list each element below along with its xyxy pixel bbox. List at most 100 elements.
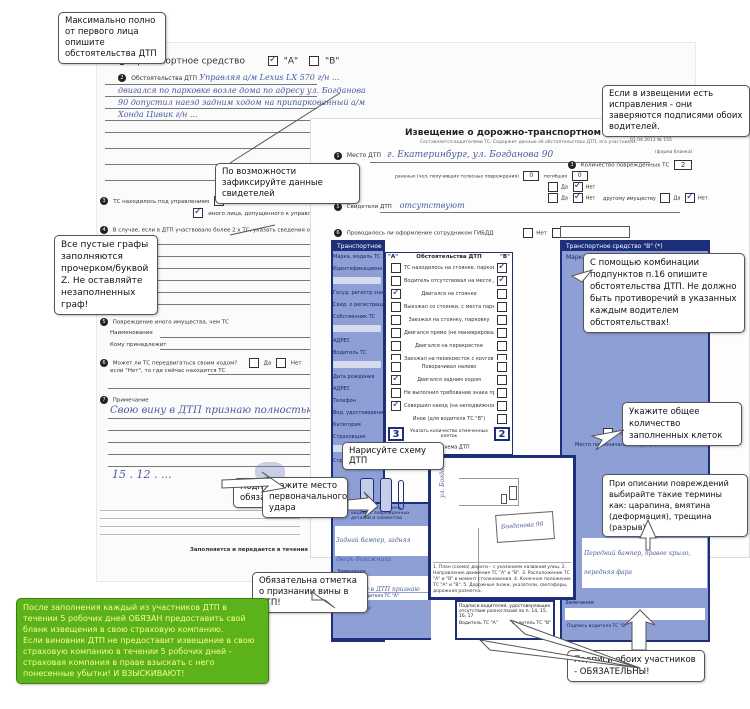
- item-6-a-checkbox[interactable]: [391, 327, 401, 338]
- dead-label: погибших: [543, 174, 568, 180]
- no-label: Нет: [698, 195, 708, 202]
- damaged-count-field[interactable]: 2: [674, 160, 693, 170]
- section-4-row: 4 В случае, если в ДТП участвовало более…: [100, 226, 337, 234]
- yes-label: Да: [673, 195, 681, 202]
- other-property-no-checkbox[interactable]: [685, 191, 696, 203]
- phone-label: Телефон: [333, 398, 357, 404]
- vehicles-damage-yes-checkbox[interactable]: [548, 193, 558, 203]
- callout-draw-scheme: Нарисуйте схему ДТП: [342, 442, 444, 470]
- gibdd-no-checkbox[interactable]: [523, 228, 534, 238]
- column-a-label: "А": [388, 254, 398, 260]
- count-a-field[interactable]: 3: [388, 427, 404, 441]
- item-4-a-checkbox[interactable]: [391, 301, 401, 312]
- item-17-a-checkbox[interactable]: [391, 373, 401, 385]
- property-owner-row: Кому принадлежит: [110, 342, 167, 348]
- other-person-checkbox[interactable]: [193, 206, 203, 218]
- vehicle-b-damage-field[interactable]: Передний бампер, правое крыло, передняя …: [582, 538, 707, 588]
- vehicle-b-checkbox[interactable]: [309, 56, 320, 66]
- vin-field[interactable]: [333, 277, 381, 284]
- date-handwriting[interactable]: 15 . 12 . ...: [112, 468, 172, 481]
- item-24-b-checkbox[interactable]: [497, 413, 507, 424]
- owner-field[interactable]: [333, 325, 381, 332]
- item-1-b-checkbox[interactable]: [497, 261, 507, 273]
- injured-field[interactable]: 0: [523, 171, 540, 181]
- yes-label: Да: [263, 360, 272, 367]
- item-15-b-checkbox[interactable]: [497, 361, 507, 372]
- item-5-a-checkbox[interactable]: [391, 314, 401, 325]
- make-model-label: Марка, модель ТС: [333, 254, 381, 260]
- item-7-b-checkbox[interactable]: [497, 340, 507, 351]
- driver-field[interactable]: [333, 361, 381, 368]
- item-2-a-checkbox[interactable]: [391, 275, 401, 286]
- scheme-building-label: Богданова 90: [500, 520, 544, 531]
- item-20-label: Не выполнил требование знака приоритета: [404, 389, 494, 396]
- item-6-b-checkbox[interactable]: [497, 327, 507, 338]
- item-17-b-checkbox[interactable]: [497, 374, 507, 385]
- other-damage-row: Да Нет другому имуществу Да Нет: [545, 191, 708, 203]
- property-name-row: Наименование: [110, 330, 153, 336]
- place-value[interactable]: г. Екатеринбург, ул. Богданова 90: [386, 150, 554, 160]
- insurer-label: Страховщик: [333, 434, 366, 440]
- checked-count-row: 3 Указать количество отмеченных клеток 2: [386, 425, 512, 443]
- document-subtitle: Составляется водителями ТС. Содержит дан…: [420, 140, 638, 145]
- callout-total-boxes: Укажите общее количество заполненных кле…: [622, 402, 742, 446]
- item-21-a-checkbox[interactable]: [391, 399, 401, 411]
- vehicles-damage-no-checkbox[interactable]: [572, 191, 583, 203]
- item-20-a-checkbox[interactable]: [391, 387, 401, 398]
- section-number-icon: 6: [334, 229, 342, 237]
- item-3-a-checkbox[interactable]: [391, 287, 401, 299]
- vehicle-b-remarks-field[interactable]: [565, 608, 705, 620]
- damaged-count-label: Количество поврежденных ТС: [580, 162, 670, 169]
- witnesses-value[interactable]: отсутствуют: [399, 201, 465, 210]
- license-label: Вод. удостоверение: [333, 410, 383, 416]
- callout-insurance-notice: После заполнения каждый из участников ДТ…: [16, 598, 269, 684]
- item-2-label: Водитель отсутствовал на месте ДТП: [404, 277, 494, 284]
- driver-a-signature-label[interactable]: Водитель ТС "А": [459, 621, 498, 626]
- sign-a-label: Подпись водителя ТС "А": [335, 593, 429, 600]
- circumstance-item-24: Иное (для водителя ТС "В"): [386, 412, 512, 425]
- item-15-label: Поворачивал налево: [421, 363, 477, 370]
- driver-b-signature-label[interactable]: Водитель ТС "В": [512, 621, 551, 626]
- category-label: Категория: [333, 422, 361, 428]
- can-move-yes-checkbox[interactable]: [248, 358, 259, 368]
- item-2-b-checkbox[interactable]: [497, 274, 507, 286]
- item-21-b-checkbox[interactable]: [497, 400, 507, 411]
- item-7-a-checkbox[interactable]: [391, 340, 401, 351]
- can-move-no-checkbox[interactable]: [276, 358, 287, 368]
- section-6-row: 6 Может ли ТС передвигаться своим ходом?…: [100, 358, 302, 368]
- item-1-a-checkbox[interactable]: [391, 262, 401, 273]
- circumstance-item-1: ТС находилось на стоянке, парковке: [386, 261, 512, 274]
- item-3-b-checkbox[interactable]: [497, 288, 507, 299]
- item-15-a-checkbox[interactable]: [391, 361, 401, 372]
- yes-label: Да: [561, 195, 568, 202]
- circumstance-item-17: Двигался задним ходом: [386, 373, 512, 386]
- property-damage-label: Повреждение иного имущества, чем ТС: [112, 319, 229, 326]
- can-move-label: Может ли ТС передвигаться своим ходом?: [112, 360, 238, 367]
- item-4-b-checkbox[interactable]: [497, 301, 507, 312]
- vehicle-location-row: если "Нет", то где сейчас находится ТС: [110, 368, 226, 374]
- section-number-icon: 3: [568, 161, 576, 169]
- circumstance-item-5: Заезжал на стоянку, парковку: [386, 313, 512, 326]
- item-20-b-checkbox[interactable]: [497, 387, 507, 398]
- damage-field[interactable]: Задний бампер, задняя дверь багажника: [335, 526, 429, 563]
- scheme-building: Богданова 90: [495, 511, 555, 543]
- column-b-label: "В": [500, 254, 510, 260]
- section-number-icon: 5: [334, 202, 342, 211]
- count-b-field[interactable]: 2: [494, 427, 510, 441]
- callout-guilt-mark: Обязательна отметка о признании вины в Д…: [252, 572, 368, 613]
- alcohol-yes-checkbox[interactable]: [548, 182, 558, 192]
- other-property-yes-checkbox[interactable]: [660, 193, 671, 203]
- accident-scheme-box[interactable]: Богданова 90 ул. Богданова 1. План (схем…: [428, 454, 576, 600]
- item-5-b-checkbox[interactable]: [497, 314, 507, 325]
- moving-no-checkbox[interactable]: [603, 428, 613, 438]
- note-handwriting[interactable]: Свою вину в ДТП признаю полностью.: [110, 405, 319, 416]
- vehicle-a-checkbox[interactable]: [267, 54, 278, 66]
- form-note: (форма бланка): [655, 150, 693, 155]
- scheme-road-lower: [459, 528, 479, 588]
- circumstance-item-6: Двигался прямо (не маневрировал): [386, 326, 512, 339]
- section-3-row-2: иного лица, допущенного к управлению ТС: [190, 206, 335, 218]
- gibdd-officer-field[interactable]: [560, 226, 630, 238]
- witnesses-row: 5 Свидетели ДТП отсутствуют: [334, 201, 465, 211]
- item-4-label: Выезжал со стоянки, с места парковки: [404, 303, 494, 310]
- section-number-icon: 2: [118, 74, 126, 82]
